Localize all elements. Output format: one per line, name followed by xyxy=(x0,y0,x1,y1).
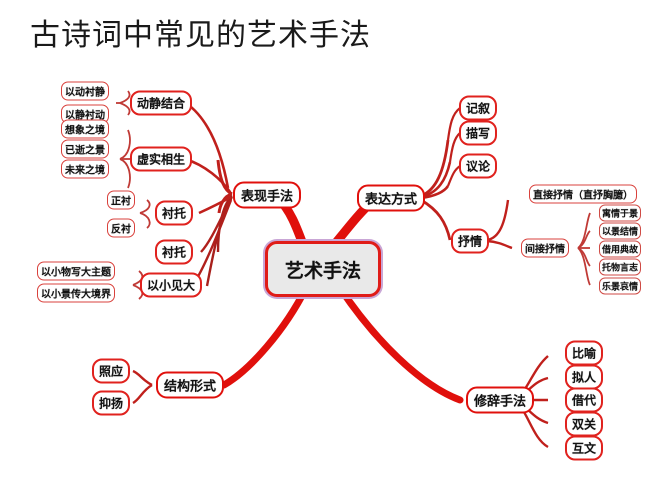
leaf-negative-foil[interactable]: 反衬 xyxy=(107,218,135,238)
node-commentary[interactable]: 议论 xyxy=(458,153,498,179)
node-indirect-lyricism[interactable]: 间接抒情 xyxy=(521,238,569,258)
leaf-label: 正衬 xyxy=(111,196,131,208)
leaf-joyful-scene-sad-emotion[interactable]: 乐景哀情 xyxy=(598,277,642,295)
leaf-label: 反衬 xyxy=(111,224,131,236)
node-intertextuality[interactable]: 互文 xyxy=(564,435,604,461)
leaf-end-with-scenery[interactable]: 以景结情 xyxy=(598,222,642,240)
node-description[interactable]: 描写 xyxy=(458,120,498,146)
leaf-label: 以静衬动 xyxy=(65,110,105,122)
node-label: 抑扬 xyxy=(98,396,124,411)
node-label: 间接抒情 xyxy=(525,244,565,256)
center-node-artistic-techniques[interactable]: 艺术手法 xyxy=(265,241,381,297)
node-label: 动静结合 xyxy=(136,96,186,111)
node-label: 记叙 xyxy=(465,101,491,116)
node-label: 议论 xyxy=(465,159,491,174)
leaf-label: 未来之境 xyxy=(65,165,105,177)
leaf-emotion-in-scenery[interactable]: 寓情于景 xyxy=(598,204,642,222)
node-virtual-real-interplay[interactable]: 虚实相生 xyxy=(129,146,193,172)
node-narration[interactable]: 记叙 xyxy=(458,95,498,121)
node-label: 借代 xyxy=(571,393,597,408)
node-label: 直接抒情（直抒胸臆） xyxy=(533,190,633,202)
leaf-label: 已逝之景 xyxy=(65,145,105,157)
center-node-label: 艺术手法 xyxy=(284,259,361,282)
node-personification[interactable]: 拟人 xyxy=(564,364,604,390)
leaf-use-allusion[interactable]: 借用典故 xyxy=(598,240,642,258)
node-label: 衬托 xyxy=(161,245,187,260)
leaf-label: 以动衬静 xyxy=(65,87,105,99)
leaf-label: 想象之境 xyxy=(65,125,105,137)
node-label: 抒情 xyxy=(457,234,483,249)
node-metonymy[interactable]: 借代 xyxy=(564,387,604,413)
branch-label: 修辞手法 xyxy=(473,394,527,410)
leaf-label: 托物言志 xyxy=(601,263,639,274)
node-pun[interactable]: 双关 xyxy=(564,411,604,437)
branch-expression-techniques[interactable]: 表现手法 xyxy=(232,181,302,209)
node-small-reveals-large[interactable]: 以小见大 xyxy=(139,272,203,298)
node-label: 拟人 xyxy=(571,370,597,385)
leaf-small-scene-big-realm[interactable]: 以小景传大境界 xyxy=(37,283,115,303)
branch-structural-form[interactable]: 结构形式 xyxy=(155,371,225,399)
branch-modes-of-expression[interactable]: 表达方式 xyxy=(356,184,426,212)
leaf-label: 乐景哀情 xyxy=(601,282,639,293)
leaf-object-conveys-intent[interactable]: 托物言志 xyxy=(598,258,642,276)
leaf-label: 以小景传大境界 xyxy=(41,289,111,301)
branch-label: 表达方式 xyxy=(364,192,418,208)
leaf-imagined-realm[interactable]: 想象之境 xyxy=(61,119,109,139)
node-direct-lyricism[interactable]: 直接抒情（直抒胸臆） xyxy=(529,184,637,204)
node-suppress-elevate[interactable]: 抑扬 xyxy=(91,390,131,416)
leaf-label: 寓情于景 xyxy=(601,209,639,220)
node-label: 互文 xyxy=(571,441,597,456)
branch-label: 表现手法 xyxy=(240,189,294,205)
node-echo-correspondence[interactable]: 照应 xyxy=(91,358,131,384)
node-label: 描写 xyxy=(465,126,491,141)
leaf-label: 以小物写大主题 xyxy=(41,267,111,279)
leaf-label: 以景结情 xyxy=(601,227,639,238)
node-label: 双关 xyxy=(571,417,597,432)
branch-label: 结构形式 xyxy=(163,379,217,395)
leaf-future-realm[interactable]: 未来之境 xyxy=(61,159,109,179)
node-label: 以小见大 xyxy=(146,278,196,293)
node-foil-contrast-2[interactable]: 衬托 xyxy=(154,239,194,265)
node-label: 照应 xyxy=(98,364,124,379)
node-metaphor[interactable]: 比喻 xyxy=(564,340,604,366)
node-motion-stillness-combination[interactable]: 动静结合 xyxy=(129,90,193,116)
leaf-motion-sets-off-stillness[interactable]: 以动衬静 xyxy=(61,81,109,101)
node-label: 比喻 xyxy=(571,346,597,361)
leaf-past-scene[interactable]: 已逝之景 xyxy=(61,139,109,159)
leaf-positive-foil[interactable]: 正衬 xyxy=(107,190,135,210)
node-label: 虚实相生 xyxy=(136,152,186,167)
leaf-label: 借用典故 xyxy=(601,245,639,256)
node-lyricism[interactable]: 抒情 xyxy=(450,228,490,254)
leaf-small-object-big-theme[interactable]: 以小物写大主题 xyxy=(37,261,115,281)
branch-rhetorical-devices[interactable]: 修辞手法 xyxy=(465,386,535,414)
node-foil-contrast-1[interactable]: 衬托 xyxy=(154,200,194,226)
node-label: 衬托 xyxy=(161,206,187,221)
page-title: 古诗词中常见的艺术手法 xyxy=(30,18,371,53)
